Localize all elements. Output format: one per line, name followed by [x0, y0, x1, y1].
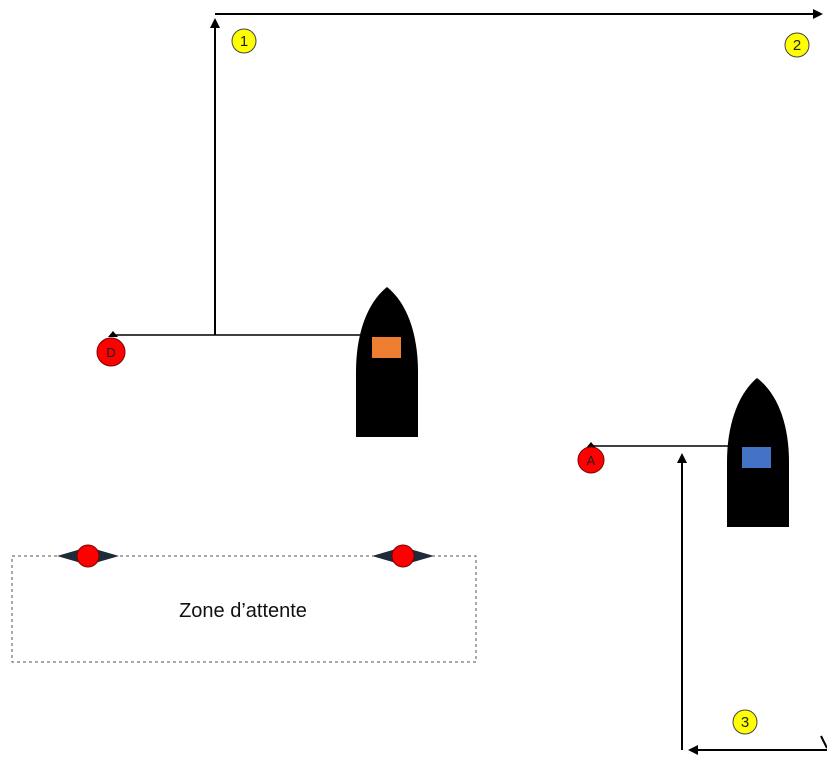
boat-blue-cabin [742, 447, 771, 468]
boat-blue [727, 378, 789, 527]
mark-2: 2 [784, 32, 810, 58]
waiting-zone-buoy-right [372, 544, 434, 568]
start-buoy: D [96, 331, 126, 367]
boat-orange [356, 287, 418, 437]
waiting-zone-buoy-left [57, 544, 119, 568]
waiting-zone-label: Zone d’attente [179, 600, 307, 622]
waiting-zone: Zone d’attente [11, 544, 477, 663]
svg-text:D: D [106, 345, 115, 360]
svg-text:A: A [587, 453, 596, 468]
svg-text:2: 2 [793, 37, 801, 54]
svg-text:1: 1 [240, 33, 248, 50]
finish-buoy: A [577, 442, 605, 474]
boat-orange-cabin [372, 337, 401, 358]
leg-bottom-right-tick [820, 735, 827, 749]
svg-text:3: 3 [741, 714, 749, 731]
mark-3: 3 [732, 709, 758, 735]
mark-1: 1 [231, 28, 257, 54]
